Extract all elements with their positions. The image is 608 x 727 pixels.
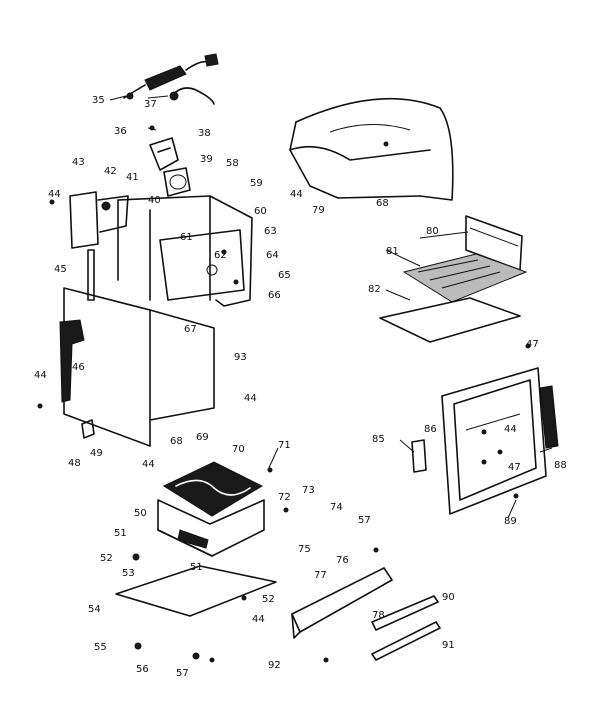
callout-78: 78: [372, 610, 385, 621]
callout-74: 74: [330, 502, 343, 513]
callout-86: 86: [424, 424, 437, 435]
callout-44: 44: [244, 393, 257, 404]
callout-80: 80: [426, 226, 439, 237]
callout-44: 44: [48, 189, 61, 200]
callout-37: 37: [144, 99, 157, 110]
callout-61: 61: [180, 232, 193, 243]
side-panel-part: [59, 287, 215, 447]
callout-67: 67: [184, 324, 197, 335]
callout-91: 91: [442, 640, 455, 651]
callout-56: 56: [136, 664, 149, 675]
callout-46: 46: [72, 362, 85, 373]
callout-75: 75: [298, 544, 311, 555]
callout-labels: 35 37 36 38 39 58 43 42 41 40 59 60 44 6…: [34, 95, 567, 679]
callout-66: 66: [268, 290, 281, 301]
cabinet-frame-part: [117, 195, 253, 307]
top-cover-part: [289, 97, 454, 201]
callout-63: 63: [264, 226, 277, 237]
left-bracket-part: [69, 191, 129, 249]
callout-38: 38: [198, 128, 211, 139]
callout-49: 49: [90, 448, 103, 459]
callout-73: 73: [302, 485, 315, 496]
callout-51: 51: [190, 562, 203, 573]
callout-70: 70: [232, 444, 245, 455]
callout-58: 58: [226, 158, 239, 169]
callout-81: 81: [386, 246, 399, 257]
callout-45: 45: [54, 264, 67, 275]
callout-62: 62: [214, 250, 227, 261]
power-cord-part: [123, 53, 219, 100]
callout-51: 51: [114, 528, 127, 539]
callout-50: 50: [134, 508, 147, 519]
callout-89: 89: [504, 516, 517, 527]
switch-part: [163, 167, 191, 197]
callout-53: 53: [122, 568, 135, 579]
callout-54: 54: [88, 604, 101, 615]
callout-71: 71: [278, 440, 291, 451]
callout-36: 36: [114, 126, 127, 137]
leader-lines: [109, 95, 553, 519]
callout-69: 69: [196, 432, 209, 443]
hinge-bracket-part: [411, 439, 427, 473]
callout-82: 82: [368, 284, 381, 295]
callout-76: 76: [336, 555, 349, 566]
callout-47: 47: [526, 339, 539, 350]
callout-55: 55: [94, 642, 107, 653]
callout-44: 44: [252, 614, 265, 625]
callout-79: 79: [312, 205, 325, 216]
front-panel-part: [291, 567, 393, 639]
callout-48: 48: [68, 458, 81, 469]
bracket-part: [149, 125, 179, 171]
filter-part: [402, 253, 528, 303]
heating-element-part: [162, 461, 264, 517]
cord-wire-part: [169, 87, 215, 105]
heater-base-part: [157, 499, 265, 557]
rail-part: [371, 595, 439, 631]
callout-90: 90: [442, 592, 455, 603]
base-pan-part: [115, 565, 277, 617]
callout-42: 42: [104, 166, 117, 177]
callout-40: 40: [148, 195, 161, 206]
callout-47: 47: [508, 462, 521, 473]
callout-92: 92: [268, 660, 281, 671]
rear-strip-part: [87, 249, 95, 301]
callout-60: 60: [254, 206, 267, 217]
callout-93: 93: [234, 352, 247, 363]
callout-52: 52: [100, 553, 113, 564]
callout-85: 85: [372, 434, 385, 445]
callout-43: 43: [72, 157, 85, 168]
callout-39: 39: [200, 154, 213, 165]
hardware-screws: [37, 199, 531, 663]
callout-68: 68: [170, 436, 183, 447]
callout-64: 64: [266, 250, 279, 261]
callout-72: 72: [278, 492, 291, 503]
callout-41: 41: [126, 172, 139, 183]
lower-rail-part: [371, 621, 441, 661]
callout-59: 59: [250, 178, 263, 189]
callout-68: 68: [376, 198, 389, 209]
callout-65: 65: [278, 270, 291, 281]
callout-88: 88: [554, 460, 567, 471]
callout-57: 57: [358, 515, 371, 526]
callout-44: 44: [142, 459, 155, 470]
callout-52: 52: [262, 594, 275, 605]
filter-tray-part: [379, 297, 521, 343]
callout-44: 44: [504, 424, 517, 435]
callout-57: 57: [176, 668, 189, 679]
door-part: [441, 367, 559, 515]
callout-44: 44: [290, 189, 303, 200]
callout-77: 77: [314, 570, 327, 581]
callout-35: 35: [92, 95, 105, 106]
callout-44: 44: [34, 370, 47, 381]
